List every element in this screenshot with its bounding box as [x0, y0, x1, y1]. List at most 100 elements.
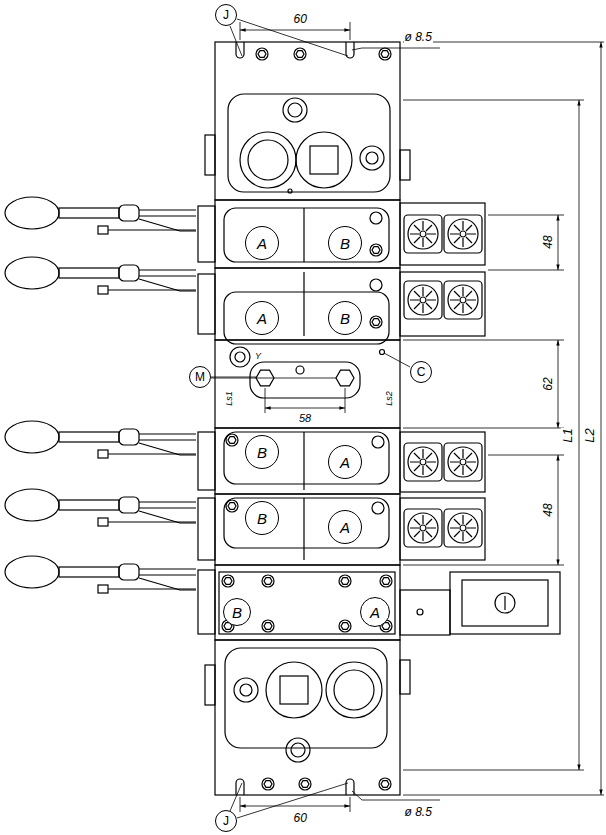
mid-inlet-section: [215, 340, 400, 428]
screw: [296, 366, 304, 374]
leader-line: [352, 791, 440, 800]
dimension-label: L1: [561, 427, 574, 443]
port-letter: A: [340, 455, 350, 470]
coil-plug: [462, 580, 548, 626]
side-plug: [400, 660, 410, 694]
valve-section: [215, 268, 400, 340]
callout-bubble: J: [215, 810, 237, 832]
extension-line: [488, 215, 564, 270]
lever-bracket: [198, 206, 215, 262]
screw: [372, 436, 384, 448]
lever-bracket: [198, 498, 215, 560]
bolt-symbol: [339, 620, 351, 632]
bolt-symbol: [256, 48, 268, 60]
dimension-label: Ls2: [384, 390, 393, 407]
lever-handle: [5, 421, 196, 458]
bolt-symbol: [222, 575, 234, 587]
port-letter: A: [370, 605, 380, 620]
port-boss: [240, 132, 296, 188]
port-circle: A: [245, 226, 279, 260]
section-line: [303, 498, 304, 560]
extension-line: [240, 797, 350, 812]
bolt-symbol: [262, 575, 274, 587]
relief-valve: [240, 684, 252, 696]
port-circle: B: [328, 226, 362, 260]
section-line: [303, 272, 304, 336]
solenoid-connector: [404, 509, 442, 547]
port-circle: B: [328, 301, 362, 335]
callout-letter: M: [195, 371, 205, 383]
coil-screw: [504, 596, 505, 610]
solenoid-box: [400, 432, 485, 492]
port-boss: [296, 132, 352, 188]
solenoid-neck: [400, 590, 450, 635]
screw: [417, 609, 423, 615]
extension-line: [403, 340, 564, 428]
c-point: [380, 350, 385, 355]
bolt-symbol: [262, 778, 274, 790]
callout-bubble: M: [189, 366, 211, 388]
relief-valve: [366, 152, 378, 164]
port-circle: B: [245, 501, 279, 535]
port-bore: [334, 670, 374, 710]
leader-line: [384, 353, 410, 367]
plug: [283, 98, 307, 122]
dimension-label: 60: [293, 812, 308, 824]
solenoid-connector: [404, 215, 442, 253]
side-plug: [205, 665, 215, 705]
port-letter: B: [232, 605, 242, 620]
bolt-symbol: [380, 575, 392, 587]
callout-letter: J: [223, 815, 229, 827]
callout-bubble: J: [215, 4, 237, 26]
callout-letter: C: [417, 366, 426, 378]
dimension-line: [240, 30, 350, 31]
solenoid-box: [400, 498, 485, 560]
screw: [370, 279, 382, 291]
port-outline: [224, 292, 389, 344]
leader-line: [211, 377, 336, 378]
relief-valve: [234, 678, 258, 702]
port-bore: [310, 146, 338, 174]
port-boss: [266, 662, 322, 718]
valve-section: [215, 200, 400, 268]
port-letter: B: [340, 311, 350, 326]
y-port: [235, 352, 245, 362]
bolt-symbol: [379, 48, 391, 60]
port-bore: [280, 676, 308, 704]
port-letter: B: [257, 445, 267, 460]
extension-line: [403, 455, 564, 565]
leader-line: [230, 19, 348, 56]
port-circle: B: [223, 598, 251, 626]
dimension-label: 58: [298, 413, 312, 424]
dimension-label: 62: [541, 376, 553, 391]
bolt-symbol: [262, 620, 274, 632]
lever-handle: [5, 197, 196, 234]
port-circle: A: [328, 510, 362, 544]
bolt-symbol: [370, 244, 382, 256]
port-circle: A: [245, 301, 279, 335]
flange-plate: [250, 362, 360, 398]
lever-handle: [5, 556, 196, 593]
bolt-symbol: [299, 778, 311, 790]
inlet-block: [215, 42, 400, 200]
bolt-symbol: [226, 434, 238, 446]
dimension-line: [558, 340, 559, 428]
solenoid-connector: [444, 443, 482, 481]
side-plug: [205, 135, 215, 175]
solenoid-box: [400, 272, 485, 336]
valve-section: [215, 565, 400, 640]
dimension-label: ø 8.5: [404, 31, 433, 43]
valve-section: [215, 494, 400, 565]
port-plate: [219, 572, 395, 634]
lever-bracket: [198, 274, 215, 334]
dimension-label: 48: [541, 502, 553, 517]
callout-bubble: C: [410, 361, 432, 383]
extension-line: [403, 100, 584, 770]
port-circle: A: [360, 597, 390, 627]
dimension-line: [558, 455, 559, 565]
port-letter: A: [257, 236, 267, 251]
dimension-label: ø 8.5: [404, 806, 433, 818]
dimension-label: 60: [293, 13, 308, 25]
dimension-line: [558, 215, 559, 270]
lever-bracket: [198, 570, 215, 634]
